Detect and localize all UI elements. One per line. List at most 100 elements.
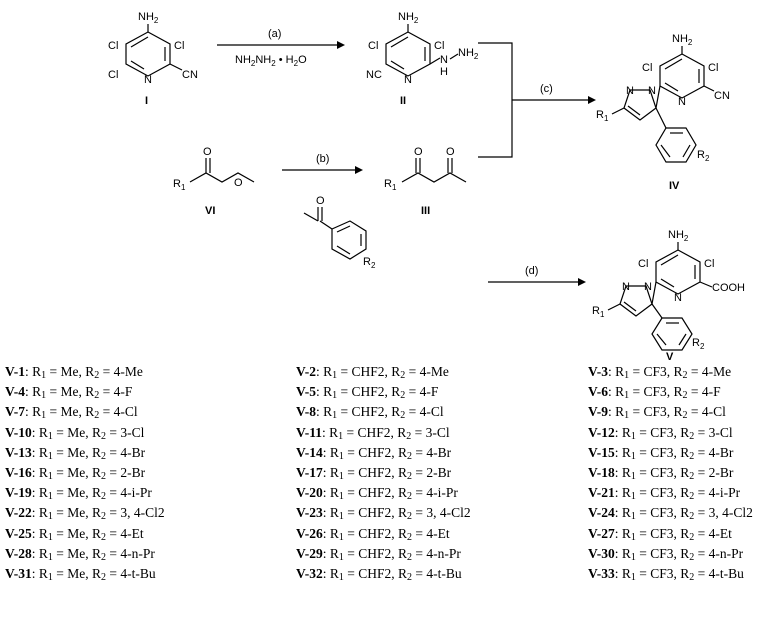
compound-r2: 4-t-Bu xyxy=(120,566,156,581)
IV-nh2: NH2 xyxy=(672,33,693,47)
IV-n-pyridine: N xyxy=(678,96,686,108)
I-nh2: NH2 xyxy=(138,11,159,25)
r1-subscript: 1 xyxy=(338,511,344,523)
II-cl-right: Cl xyxy=(434,40,444,52)
r1-subscript: 1 xyxy=(47,450,53,462)
compound-r2: 4-Br xyxy=(120,444,146,460)
compound-r1: CF3 xyxy=(650,424,674,440)
IV-cn: CN xyxy=(714,90,730,102)
r1-subscript: 1 xyxy=(630,531,636,543)
compound-entry: V-7: R1 = Me, R2 = 4-Cl xyxy=(5,404,138,422)
compound-r1: CHF2 xyxy=(358,465,392,480)
r2-subscript: 2 xyxy=(689,471,695,482)
compound-r1: CHF2 xyxy=(351,404,385,420)
compound-r1: CHF2 xyxy=(351,364,385,379)
compound-id: V-31 xyxy=(5,566,32,581)
compound-r1: CF3 xyxy=(650,485,674,501)
II-n: N xyxy=(404,74,412,86)
r1-subscript: 1 xyxy=(338,450,344,462)
compound-id: V-15 xyxy=(588,444,615,460)
r1-subscript: 1 xyxy=(41,390,47,402)
compound-r1: CF3 xyxy=(643,384,667,400)
arrow-b-label: (b) xyxy=(316,153,329,165)
compound-entry: V-23: R1 = CHF2, R2 = 3, 4-Cl2 xyxy=(296,505,471,523)
compound-r2: 4-t-Bu xyxy=(426,566,462,581)
r2-subscript: 2 xyxy=(407,491,413,503)
compound-r2: 2-Br xyxy=(426,465,452,480)
compound-r2: 3, 4-Cl2 xyxy=(120,505,165,521)
IV-n1: N xyxy=(626,85,634,97)
compound-entry: V-20: R1 = CHF2, R2 = 4-i-Pr xyxy=(296,485,458,503)
compound-id: V-24 xyxy=(588,505,615,521)
compound-id: V-17 xyxy=(296,465,323,480)
V-cooh: COOH xyxy=(712,282,745,294)
r1-subscript: 1 xyxy=(630,572,636,583)
reaction-scheme: NH2 Cl Cl Cl N CN I (a) NH2NH2 • H2O NH2… xyxy=(108,11,745,362)
compound-id: V-8 xyxy=(296,404,316,420)
compound-r2: 4-Et xyxy=(426,525,450,541)
I-cn: CN xyxy=(182,69,198,81)
compound-entry: V-3: R1 = CF3, R2 = 4-Me xyxy=(588,364,732,381)
compound-r1: CF3 xyxy=(643,404,667,420)
compound-r2: 2-Br xyxy=(120,465,146,480)
compound-id: V-19 xyxy=(5,485,32,501)
compound-id: V-25 xyxy=(5,525,32,541)
compound-entry: V-17: R1 = CHF2, R2 = 2-Br xyxy=(296,465,452,482)
II-nc: NC xyxy=(366,69,382,81)
compound-entry: V-16: R1 = Me, R2 = 2-Br xyxy=(5,465,146,482)
r2-subscript: 2 xyxy=(101,511,107,523)
V-cl-left: Cl xyxy=(638,258,648,270)
r1-subscript: 1 xyxy=(47,471,53,482)
r2-subscript: 2 xyxy=(689,491,695,503)
compound-r2: 4-Cl xyxy=(419,404,444,420)
acetophenone-o: O xyxy=(316,195,325,207)
r1-subscript: 1 xyxy=(332,370,338,381)
compound-r2: 3, 4-Cl2 xyxy=(426,505,471,521)
compound-r2: 4-Cl xyxy=(113,404,138,420)
r1-subscript: 1 xyxy=(47,551,53,563)
r1-subscript: 1 xyxy=(47,511,53,523)
compound-entry: V-24: R1 = CF3, R2 = 3, 4-Cl2 xyxy=(588,505,753,523)
r1-subscript: 1 xyxy=(41,410,47,422)
compound-r1: CF3 xyxy=(650,566,674,581)
VI-r1: R1 xyxy=(173,178,186,192)
compound-row: V-16: R1 = Me, R2 = 2-Br V-17: R1 = CHF2,… xyxy=(0,465,781,483)
compound-r2: 3-Cl xyxy=(425,424,450,440)
r2-subscript: 2 xyxy=(101,551,107,563)
r2-subscript: 2 xyxy=(682,370,688,381)
arrow-d: (d) xyxy=(488,265,586,286)
VI-o-ester: O xyxy=(234,177,243,189)
r1-subscript: 1 xyxy=(47,430,53,442)
compound-entry: V-13: R1 = Me, R2 = 4-Br xyxy=(5,444,146,462)
compound-id: V-3 xyxy=(588,364,608,379)
compound-id: V-13 xyxy=(5,444,32,460)
compound-r1: Me xyxy=(67,505,86,521)
acetophenone-r2: R2 xyxy=(363,256,376,270)
compound-id: V-20 xyxy=(296,485,323,501)
compound-entry: V-8: R1 = CHF2, R2 = 4-Cl xyxy=(296,404,444,422)
VI-o-carbonyl: O xyxy=(203,146,212,158)
arrow-d-label: (d) xyxy=(525,265,538,277)
II-cl-left: Cl xyxy=(368,40,378,52)
compound-id: V-18 xyxy=(588,465,615,480)
compound-r1: CF3 xyxy=(650,505,674,521)
compound-r1: Me xyxy=(60,404,79,420)
compound-r1: CHF2 xyxy=(358,485,392,501)
r1-subscript: 1 xyxy=(41,370,47,381)
III-r1: R1 xyxy=(384,178,397,192)
r2-subscript: 2 xyxy=(407,551,413,563)
compound-r1: CF3 xyxy=(650,444,674,460)
r2-subscript: 2 xyxy=(400,390,406,402)
compound-id: V-16 xyxy=(5,465,32,480)
arrow-a-reagent: NH2NH2 • H2O xyxy=(235,54,307,68)
r1-subscript: 1 xyxy=(624,370,630,381)
compound-V: NH2 Cl Cl N COOH N N R1 R2 V xyxy=(592,229,745,362)
